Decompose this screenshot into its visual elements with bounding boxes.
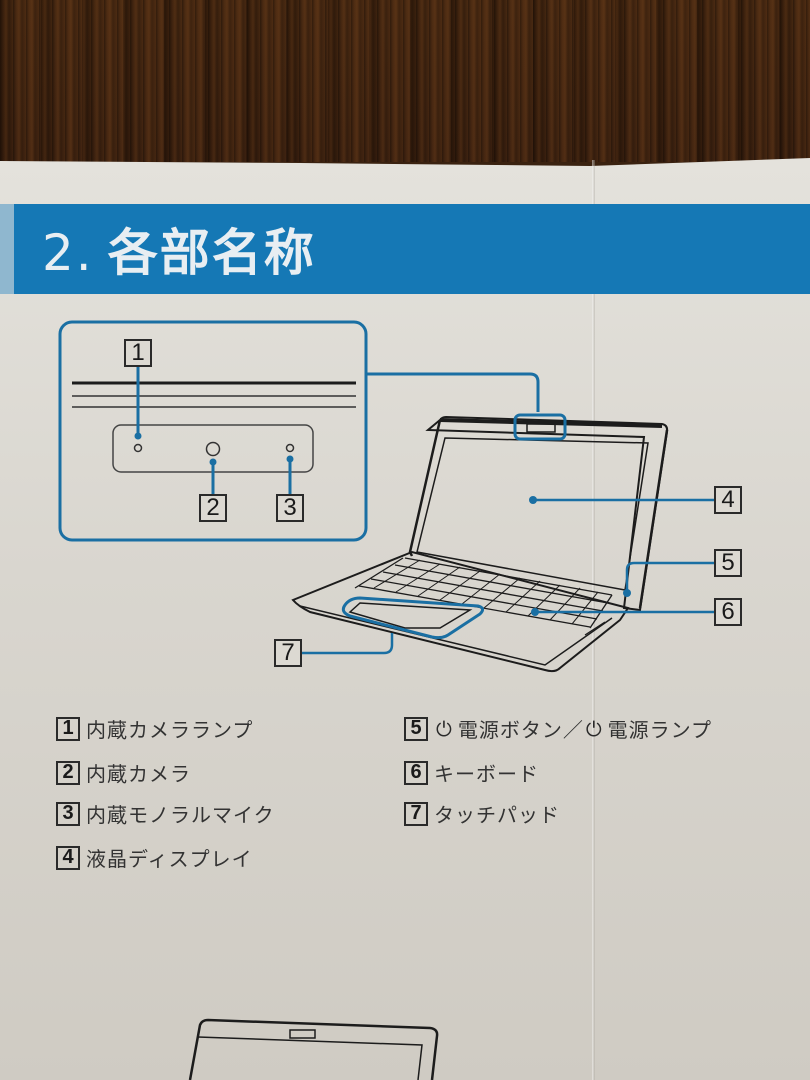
legend-label: キーボード: [434, 762, 539, 786]
callout-2-camera: 2: [199, 494, 227, 522]
legend-number: 4: [56, 845, 80, 870]
callout-3-microphone: 3: [276, 494, 304, 522]
legend-number: 6: [404, 760, 428, 785]
section-number: 2.: [42, 224, 94, 282]
callout-7-touchpad: 7: [274, 639, 302, 667]
paper-fold-crease: [592, 160, 595, 1080]
section-header-banner: 2.各部名称: [0, 204, 810, 294]
callout-5-power-button: 5: [714, 549, 742, 577]
legend-item-7: 7 タッチパッド: [404, 799, 560, 828]
callout-leaders: [302, 496, 714, 655]
callout-6-keyboard: 6: [714, 598, 742, 626]
callout-4-display: 4: [714, 486, 742, 514]
camera-inset-box: [58, 320, 368, 542]
callout-1-camera-lamp: 1: [124, 339, 152, 367]
legend-item-2: 2 内蔵カメラ: [56, 758, 191, 787]
legend-number: 2: [56, 760, 80, 785]
power-icon: ⏻: [436, 716, 452, 741]
wood-table-background: [0, 0, 810, 162]
legend-label: 内蔵カメラ: [86, 762, 191, 786]
manual-page: [0, 158, 810, 1080]
legend-number: 3: [56, 801, 80, 826]
power-icon: ⏻: [585, 716, 602, 741]
laptop-illustration: [291, 413, 669, 673]
legend-label-power-lamp: 電源ランプ: [607, 718, 713, 742]
legend-label: 液晶ディスプレイ: [86, 847, 253, 871]
legend-item-3: 3 内蔵モノラルマイク: [56, 799, 275, 828]
legend-label: タッチパッド: [434, 803, 560, 827]
legend-item-4: 4 液晶ディスプレイ: [56, 843, 253, 872]
legend-label: 内蔵モノラルマイク: [86, 803, 275, 827]
legend-label-power-button: 電源ボタン／: [457, 718, 584, 742]
partial-laptop-illustration: [188, 1018, 439, 1080]
legend-number: 5: [404, 716, 428, 741]
legend-item-5: 5 ⏻ 電源ボタン／ ⏻ 電源ランプ: [404, 714, 712, 743]
legend-label: 内蔵カメラランプ: [86, 718, 254, 742]
section-title: 2.各部名称: [42, 213, 316, 285]
legend-item-6: 6 キーボード: [404, 758, 539, 787]
legend-number: 1: [56, 716, 80, 741]
section-title-text: 各部名称: [107, 224, 316, 282]
legend-item-1: 1 内蔵カメラランプ: [56, 714, 253, 743]
legend-number: 7: [404, 801, 428, 826]
